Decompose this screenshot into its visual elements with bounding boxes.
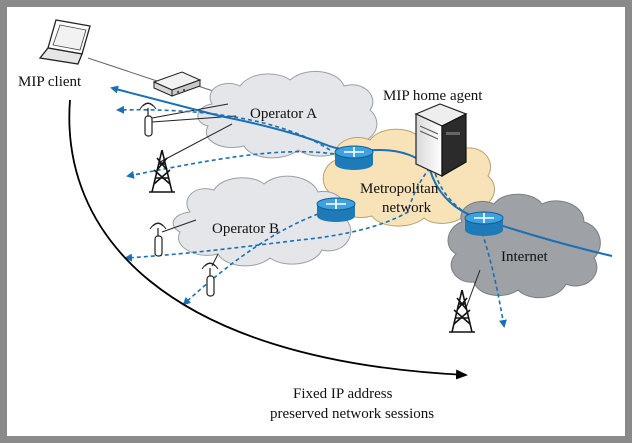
laptop-icon — [38, 19, 91, 65]
wifi-access-point-icon — [201, 262, 219, 297]
label-mip-home-agent: MIP home agent — [383, 88, 483, 104]
caption-preserved-sessions: preserved network sessions — [270, 406, 434, 422]
wifi-access-point-icon — [149, 222, 167, 257]
cloud-operator-b — [172, 175, 352, 267]
label-operator-b: Operator B — [212, 221, 279, 237]
label-internet: Internet — [501, 249, 548, 265]
cloud-operator-a — [197, 70, 378, 159]
cell-tower-icon — [449, 289, 475, 333]
label-operator-a: Operator A — [250, 106, 317, 122]
cell-tower-icon — [149, 149, 175, 193]
router-icon — [464, 211, 504, 236]
cloud-internet — [447, 193, 601, 299]
session-continuity-arrow — [68, 99, 468, 380]
label-network: network — [382, 200, 432, 216]
wifi-access-point-icon — [139, 102, 157, 137]
modem-icon — [152, 71, 202, 97]
router-icon — [316, 197, 356, 222]
label-mip-client: MIP client — [18, 74, 82, 90]
label-metropolitan: Metropolitan — [360, 181, 439, 197]
caption-fixed-ip: Fixed IP address — [293, 386, 393, 402]
router-icon — [334, 145, 374, 170]
server-icon — [414, 103, 468, 178]
link-laptop-modem — [87, 57, 161, 83]
